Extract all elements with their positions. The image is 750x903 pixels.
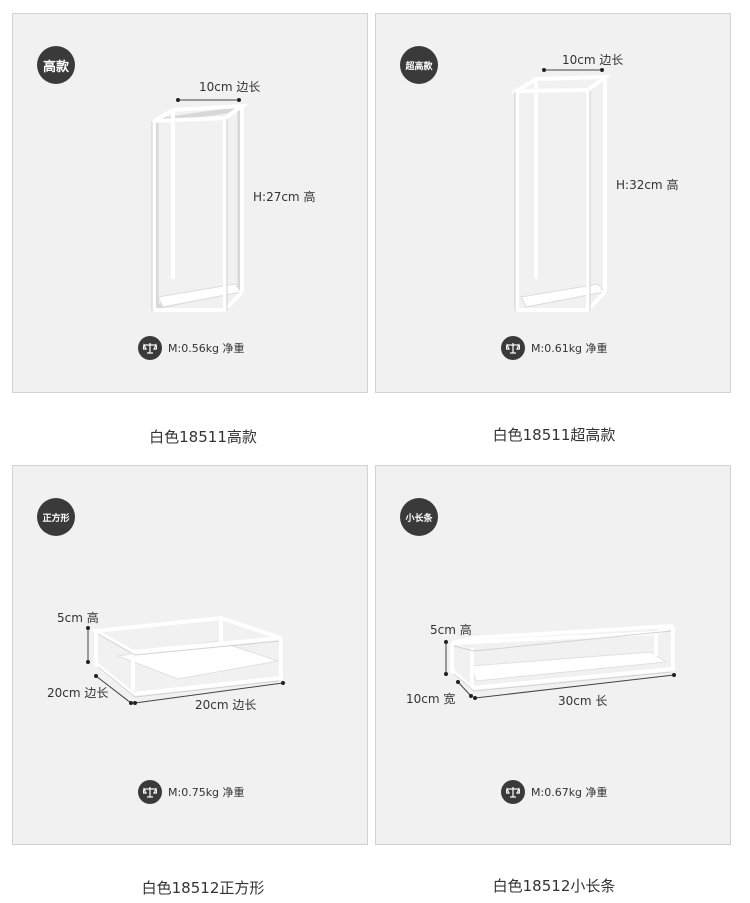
caption-tall: 白色18511高款 <box>149 428 257 446</box>
stand-drawing-extra-tall <box>509 68 612 312</box>
weight-label-tall: M:0.56kg 净重 <box>168 342 245 355</box>
weight-row-square: M:0.75kg 净重 <box>138 780 245 804</box>
dimension-height-extra-tall: H:32cm 高 <box>616 178 679 192</box>
caption-square: 白色18512正方形 <box>141 879 265 897</box>
dimension-height-square: 5cm 高 <box>57 611 99 625</box>
weight-row-extra-tall: M:0.61kg 净重 <box>501 336 608 360</box>
weight-row-tall: M:0.56kg 净重 <box>138 336 245 360</box>
badge-extra-tall: 超高款 <box>400 46 438 84</box>
scale-icon <box>138 336 162 360</box>
product-card-long: 小长条 5cm 高 10cm 宽 30cm 长 M:0.67kg 净重 <box>375 465 731 845</box>
dimension-top-tall: 10cm 边长 <box>199 80 261 94</box>
scale-icon <box>501 336 525 360</box>
product-card-extra-tall: 超高款 10cm 边长 H:32cm 高 M:0.61kg 净重 <box>375 13 731 393</box>
weight-label-square: M:0.75kg 净重 <box>168 786 245 799</box>
dimension-height-long: 5cm 高 <box>430 623 472 637</box>
weight-label-extra-tall: M:0.61kg 净重 <box>531 342 608 355</box>
product-card-square: 正方形 5cm 高 20cm 边长 20cm 边长 M:0.75kg 净重 <box>12 465 368 845</box>
badge-tall: 高款 <box>37 46 75 84</box>
dimension-bottom-square: 20cm 边长 <box>195 698 257 712</box>
dimension-top-extra-tall: 10cm 边长 <box>562 53 624 67</box>
stand-drawing-square <box>86 615 285 705</box>
badge-long: 小长条 <box>400 498 438 536</box>
scale-icon <box>138 780 162 804</box>
dimension-bottom-long: 30cm 长 <box>558 694 608 708</box>
caption-extra-tall: 白色18511超高款 <box>492 426 616 444</box>
stand-drawing-tall <box>151 98 249 312</box>
caption-long: 白色18512小长条 <box>492 877 616 895</box>
weight-label-long: M:0.67kg 净重 <box>531 786 608 799</box>
stand-drawing-long <box>444 624 676 700</box>
product-card-tall: 高款 10cm 边长 H:27cm 高 M:0.56kg 净重 <box>12 13 368 393</box>
dimension-side-long: 10cm 宽 <box>406 692 456 706</box>
dimension-side-square: 20cm 边长 <box>47 686 109 700</box>
badge-square: 正方形 <box>37 498 75 536</box>
scale-icon <box>501 780 525 804</box>
weight-row-long: M:0.67kg 净重 <box>501 780 608 804</box>
dimension-height-tall: H:27cm 高 <box>253 190 316 204</box>
